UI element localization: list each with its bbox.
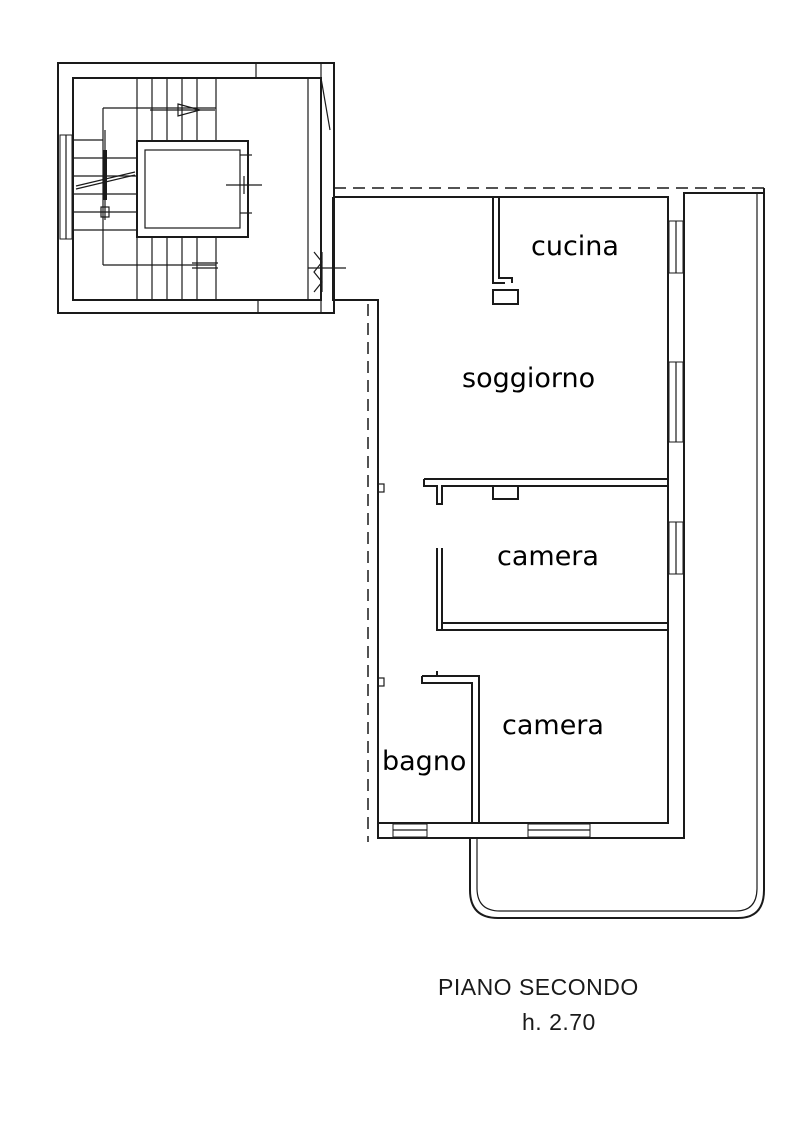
floor-caption: PIANO SECONDO: [438, 974, 639, 1000]
room-label-cucina: cucina: [531, 231, 619, 262]
room-label-camera-1: camera: [497, 541, 599, 572]
room-label-soggiorno: soggiorno: [462, 363, 596, 394]
room-label-camera-2: camera: [502, 710, 604, 741]
height-caption: h. 2.70: [522, 1009, 596, 1035]
lift-shaft: [136, 140, 262, 238]
dashed-boundary: [334, 187, 764, 842]
balcony-railing: [469, 188, 765, 919]
room-label-bagno: bagno: [382, 746, 467, 777]
stair-arrow-icon: [75, 103, 218, 269]
apartment-walls: [332, 192, 764, 839]
right-windows: [668, 220, 684, 575]
bottom-windows: [392, 823, 591, 838]
entrance-door-icon: [308, 251, 346, 293]
stair-treads-top: [102, 78, 217, 140]
stairwell: [57, 62, 346, 314]
